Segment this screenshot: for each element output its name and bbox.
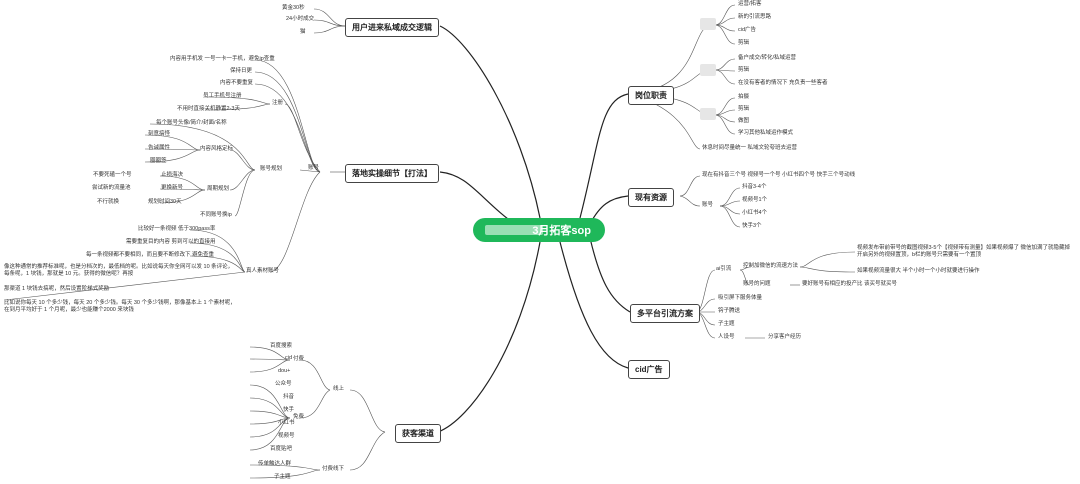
blurred-label [700,108,716,120]
duty-item: 剪辑 [738,40,750,46]
center-topic[interactable]: 3月拓客sop [473,218,605,242]
duty-bottom: 休息时间尽量统一 私域文轮夸班去运营 [702,145,798,151]
resource-item: 快手3个 [742,223,762,229]
account-item: 内容用手机发 一号一卡一手机，避免ip查重 [170,56,275,62]
duty-item: cid广告 [738,27,757,33]
multi-item: 钩子腾送 [718,308,741,314]
node-landing[interactable]: 落地实操细节【打法】 [345,164,439,183]
real-item: 需要重复目的内容 剪到可以的直接用 [126,239,216,245]
control-note: 如果视频流量很大 半个小时一个小时就要进行操作 [857,268,980,274]
account-problem-note: 要好账号有相应的投产比 该买号就买号 [802,281,898,287]
paid-item: 百度搜索 [270,343,293,349]
duty-item: 在没有客者的情况下 充负责一些客者 [738,80,828,86]
register-item: 不用时直接关机静置2-3天 [177,106,240,112]
style-label: 内容风格定标 [200,146,234,152]
account-problem-label: 账号的问题 [743,281,771,287]
blurred-text [485,225,543,235]
free-item: 快手 [283,407,295,413]
register-label: 注册 [272,100,284,106]
real-account-label: 真人素材账号 [246,268,280,274]
offline-item: 传单触达人群 [258,461,292,467]
duty-item: 新的引流思路 [738,14,772,20]
paid-item: dou+ [278,368,291,374]
offline-paid-label: 付费 [322,466,334,472]
account-item: 保持日更 [230,68,253,74]
duty-item: 运营/拓客 [738,1,762,7]
online-label: 线上 [333,386,345,392]
logic-item: 24小时成交 [286,16,315,22]
register-item: 员工手机号注册 [203,93,242,99]
blurred-label [700,18,716,30]
node-cid[interactable]: cid广告 [628,360,670,379]
persona-note: 分享客户经历 [768,334,802,340]
no-same-ip: 不同账号换ip [200,212,232,218]
multi-item: 人设号 [718,334,735,340]
node-resources[interactable]: 现有资源 [628,188,674,207]
style-item: 圈圈签 [150,158,167,164]
offline-item: 子主题 [274,474,291,480]
free-item: 抖音 [283,394,295,400]
cycle-item: 止损海决 [161,172,184,178]
node-multi[interactable]: 多平台引流方案 [630,304,700,323]
blurred-label [700,64,716,76]
duty-item: 做图 [738,118,750,124]
planning-item: 每个账号头像/简介/封面/名称 [156,120,227,126]
free-item: 百度贴吧 [270,446,293,452]
control-note: 视频发布带前带号的截图视频3-5个【视频带有测量】如果视频爆了 微信加满了就隐藏… [857,245,1070,258]
style-item: 告诫属性 [148,145,171,151]
real-note: 比如说你每天 10 个多少钱，每天 20 个多少钱。每天 30 个多少钱啊，那像… [4,300,236,313]
duty-item: 备户成交/转化/私域运营 [738,55,797,61]
logic-item: 黄金30秒 [282,5,305,11]
node-channels[interactable]: 获客渠道 [395,424,441,443]
node-logic[interactable]: 用户进来私域成交逻辑 [345,18,439,37]
duty-item: 拍摄 [738,94,750,100]
node-duties[interactable]: 岗位职责 [628,86,674,105]
duty-item: 剪辑 [738,106,750,112]
center-title: 3月拓客sop [532,225,591,237]
resources-account: 账号 [702,202,714,208]
ai-label: ai引流 [716,266,732,272]
planning-label: 账号规划 [260,166,283,172]
free-item: 公众号 [275,381,292,387]
cycle-left-item: 不要死磕一个号 [93,172,132,178]
cycle-left-item: 不行就换 [97,199,120,205]
free-item: 小红书 [278,420,295,426]
multi-item: 子主题 [718,321,735,327]
resource-item: 抖音3-4个 [742,184,767,190]
real-note: 那渠道 1 块钱去搞呢，然后设置阶梯式奖励 [4,286,110,292]
real-item: 每一条视频都不要相同，而且要不断修改下 避免查重 [86,252,215,258]
control-label: 控制加微信的流速方法 [743,263,799,269]
style-item: 刻意搞怪 [148,131,171,137]
cycle-label: 周期规划 [207,186,230,192]
resource-item: 小红书4个 [742,210,768,216]
cycle-item: 规划时间30天 [148,199,182,205]
resources-top: 现在有抖音三个号 视频号一个号 小红书四个号 快手三个号动线 [702,172,856,178]
real-note: 像这种通常的推荐标准呢，也是分档次的，最低档的呢。比如说每天你全网可以发 10 … [4,264,234,277]
paid-item: cid [285,355,293,361]
logic-item: 猫 [300,29,306,35]
resource-item: 视频号1个 [742,197,768,203]
cycle-item: 更换新号 [161,185,184,191]
duty-item: 剪辑 [738,67,750,73]
multi-item: 吸引屏下服务体量 [718,295,763,301]
paid-label: 付费 [293,356,305,362]
account-item: 内容不要重复 [220,80,254,86]
duty-item: 学习其他私域运作模式 [738,130,794,136]
account-label: 账号 [308,165,320,171]
free-label: 免费 [293,414,305,420]
cycle-left-item: 尝试新的流量池 [92,185,131,191]
offline-label: 线下 [333,466,345,472]
free-item: 视频号 [278,433,295,439]
real-item: 比较好一条视频 低于300pass率 [138,226,216,232]
